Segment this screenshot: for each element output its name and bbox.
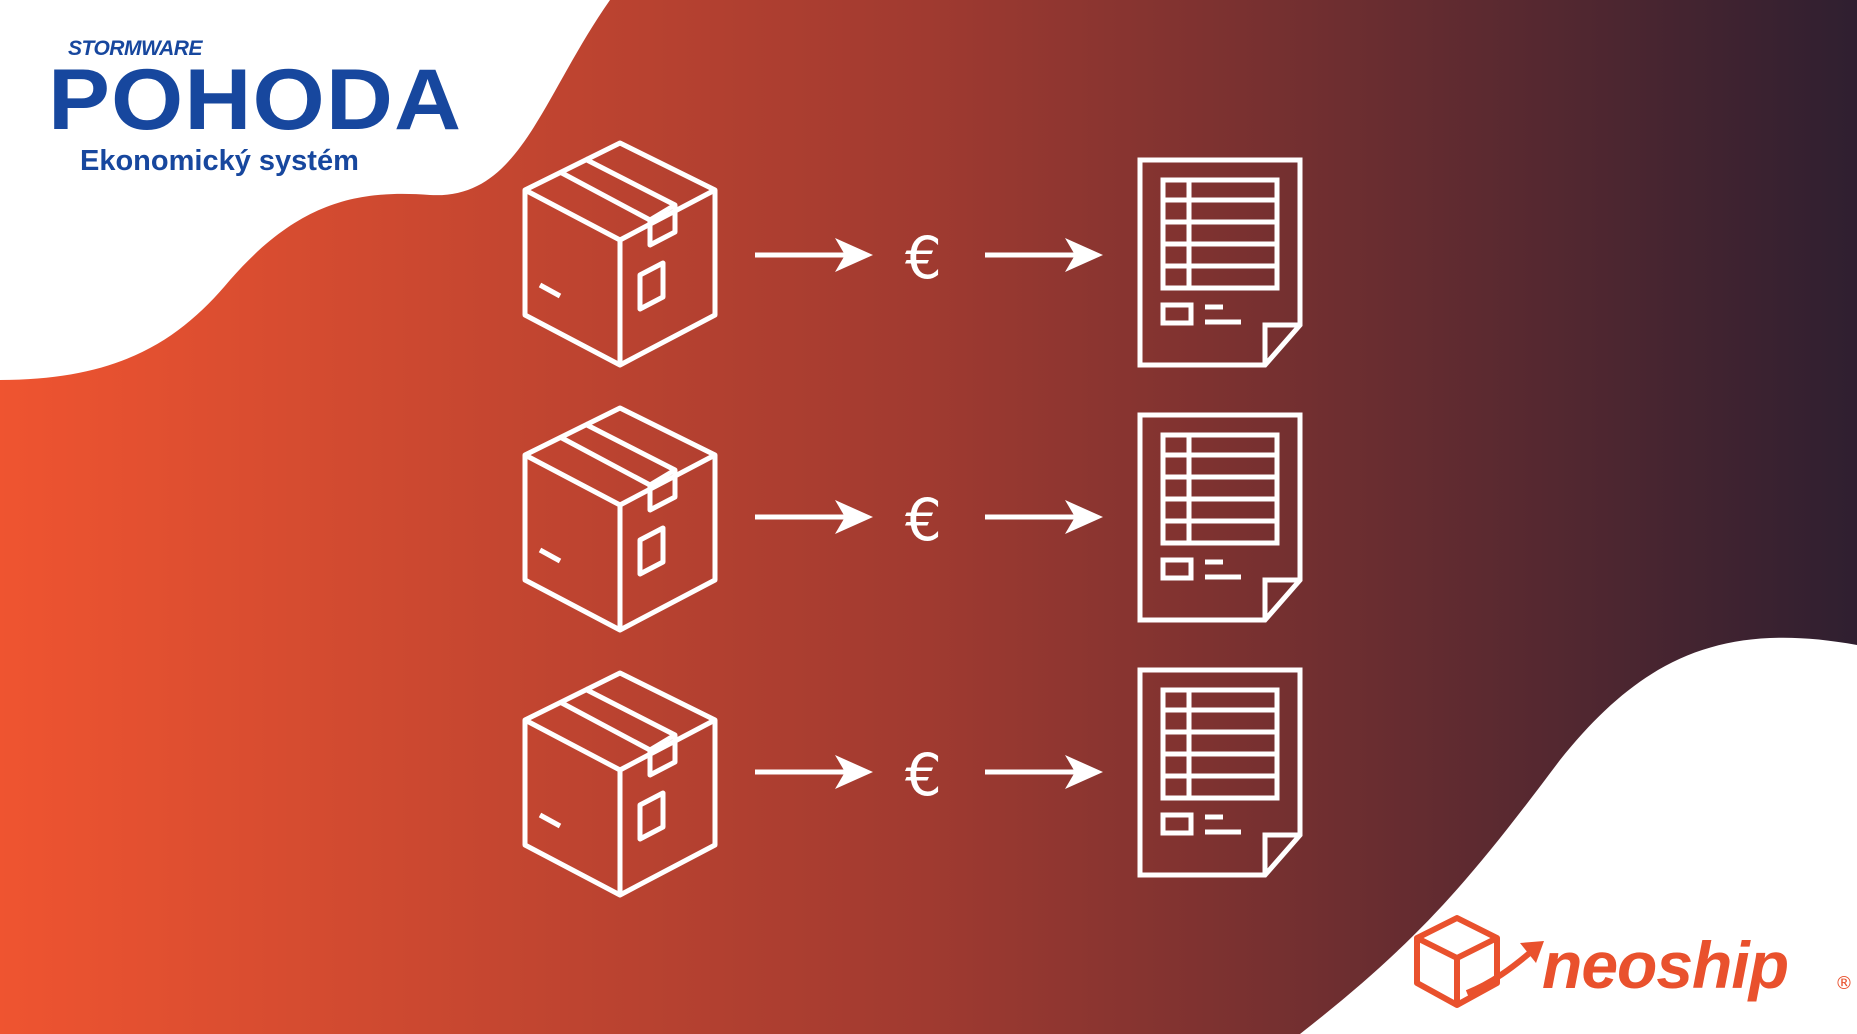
arrow-right-icon [985,238,1103,272]
flow-row-3: € [0,645,1857,898]
pohoda-logo: STORMWARE POHODA Ekonomický systém [48,37,461,178]
euro-symbol: € [905,224,942,292]
flow-row-1: € [0,135,1857,368]
euro-symbol: € [905,486,942,554]
registered-mark: ® [1835,973,1853,994]
euro-symbol: € [905,741,942,809]
pohoda-title: POHODA [48,52,463,148]
arrow-right-icon [755,500,873,534]
pohoda-subtitle: Ekonomický systém [80,145,359,177]
package-box-icon [522,140,718,368]
neoship-box-icon [1414,915,1544,1008]
stormware-brand: STORMWARE [68,37,202,60]
arrow-right-icon [755,238,873,272]
arrow-right-icon [985,500,1103,534]
arrow-right-icon [755,755,873,789]
flow-row-2: € [0,390,1857,633]
package-box-icon [522,670,718,898]
neoship-wordmark: neoship [1542,928,1789,1002]
arrow-right-icon [985,755,1103,789]
invoice-document-icon [1137,412,1303,623]
neoship-logo: neoship ® [1412,910,1853,1020]
invoice-document-icon [1137,157,1303,368]
package-box-icon [522,405,718,633]
invoice-document-icon [1137,667,1303,878]
